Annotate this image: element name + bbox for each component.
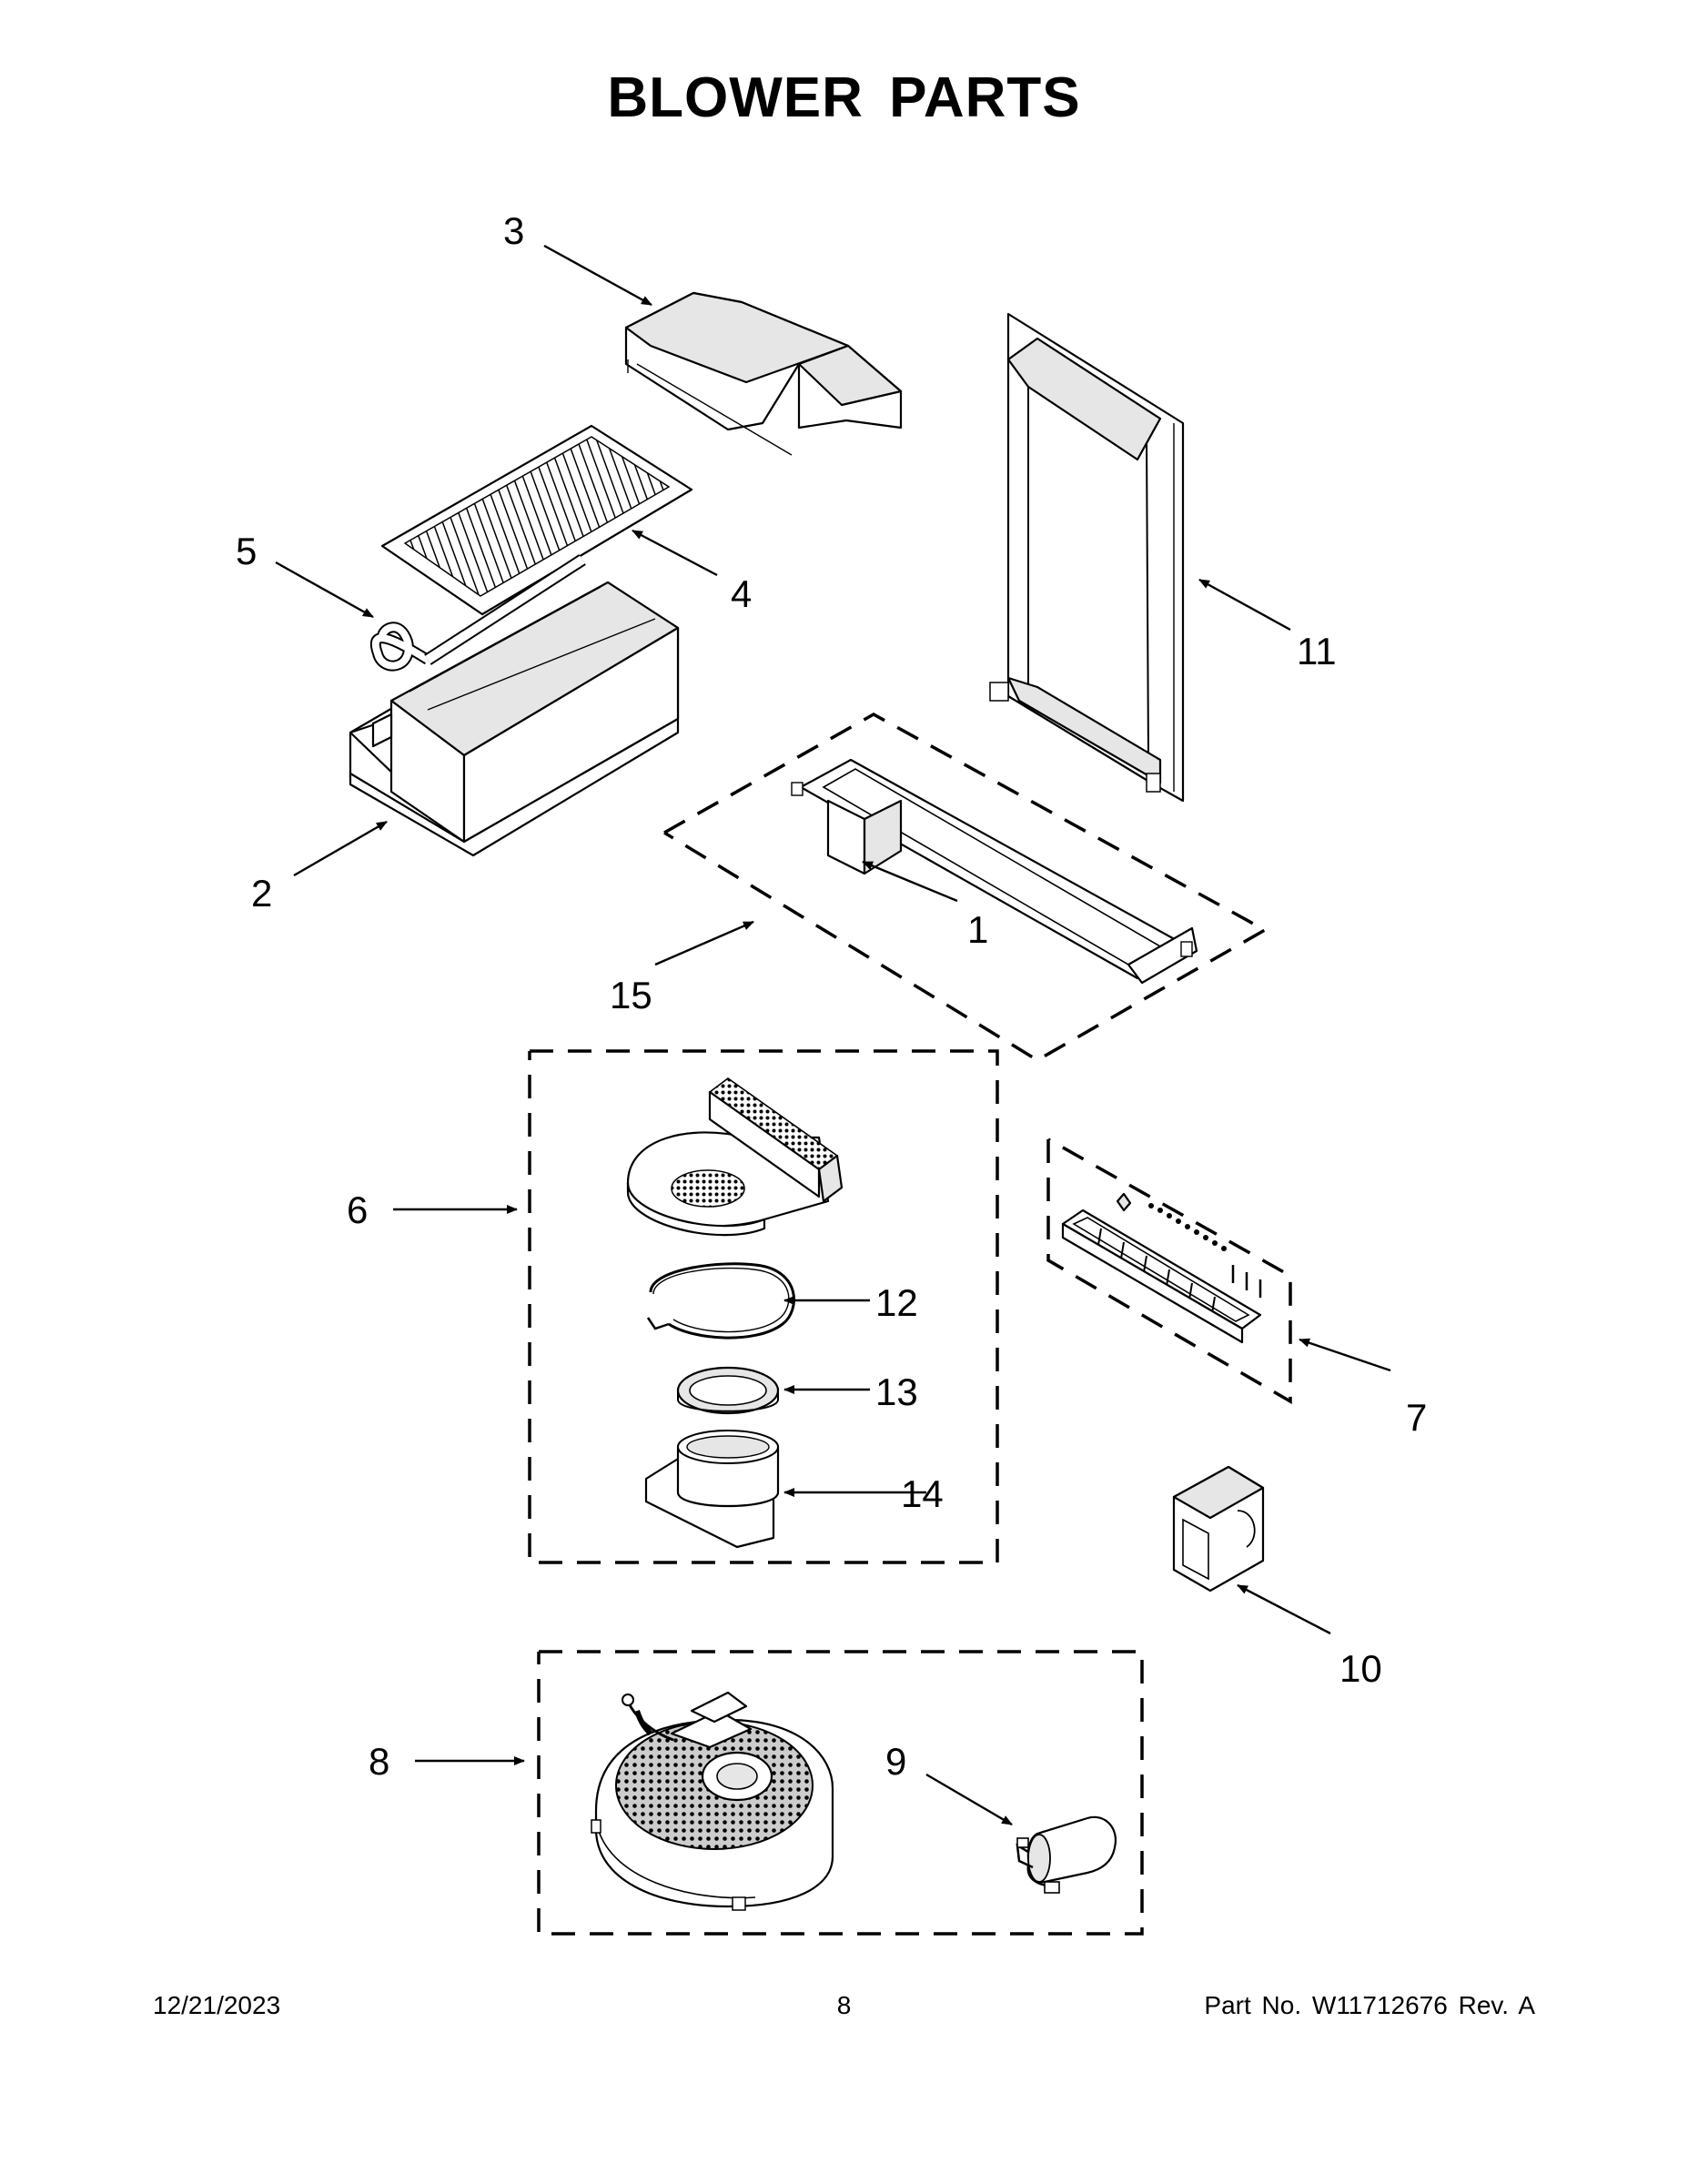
part-1-bracket xyxy=(791,758,1198,985)
leader-4 xyxy=(632,529,718,577)
leader-1 xyxy=(862,860,958,903)
callout-10: 10 xyxy=(1339,1647,1382,1690)
callout-7: 7 xyxy=(1406,1396,1427,1439)
callout-2: 2 xyxy=(251,872,272,915)
callout-11: 11 xyxy=(1297,630,1337,672)
part-9-capacitor xyxy=(1016,1815,1117,1894)
callout-labels: 3 4 5 2 11 1 15 6 12 13 14 7 10 8 9 xyxy=(236,209,1427,1783)
part-7-vent-grille xyxy=(1061,1192,1262,1344)
footer-date: 12/21/2023 xyxy=(153,1991,281,2019)
leader-11 xyxy=(1198,578,1291,632)
part-5-hose xyxy=(369,554,586,672)
blower-scroll xyxy=(626,1077,844,1237)
callout-4: 4 xyxy=(731,572,752,615)
leader-15 xyxy=(654,920,754,966)
callout-3: 3 xyxy=(503,209,524,252)
leader-3 xyxy=(543,244,652,307)
part-11-frame xyxy=(989,312,1185,803)
part-13-gasket xyxy=(676,1366,780,1415)
part-6-assembly-outline xyxy=(528,1049,999,1564)
part-7-vent-kit-outline xyxy=(1046,1138,1292,1405)
part-14-collar xyxy=(644,1430,780,1549)
part-8-blower-motor xyxy=(591,1691,834,1911)
part-10-bracket xyxy=(1172,1465,1265,1592)
callout-5: 5 xyxy=(236,530,257,572)
part-2-housing xyxy=(349,581,680,857)
leader-7 xyxy=(1299,1338,1391,1372)
callout-8: 8 xyxy=(369,1740,389,1783)
callout-13: 13 xyxy=(875,1370,918,1413)
callout-14: 14 xyxy=(901,1472,944,1515)
part-8-assembly-outline xyxy=(537,1650,1144,1936)
leader-5 xyxy=(275,561,374,619)
footer-page-number: 8 xyxy=(836,1991,852,2019)
part-4-filter xyxy=(380,424,693,616)
part-15-assembly-outline xyxy=(663,712,1269,1063)
part-12-ring xyxy=(646,1262,795,1340)
leader-2 xyxy=(293,820,388,877)
callout-1: 1 xyxy=(967,908,988,951)
page-title: BLOWER PARTS xyxy=(607,66,1081,129)
leader-10 xyxy=(1237,1583,1331,1635)
footer-part-number: Part No. W11712676 Rev. A xyxy=(1204,1991,1535,2019)
callout-15: 15 xyxy=(610,974,652,1016)
leader-lines xyxy=(275,244,1391,1826)
part-3-duct-cover xyxy=(624,291,903,456)
callout-12: 12 xyxy=(875,1281,918,1324)
callout-9: 9 xyxy=(885,1740,906,1783)
leader-9 xyxy=(925,1773,1013,1826)
callout-6: 6 xyxy=(347,1188,368,1231)
